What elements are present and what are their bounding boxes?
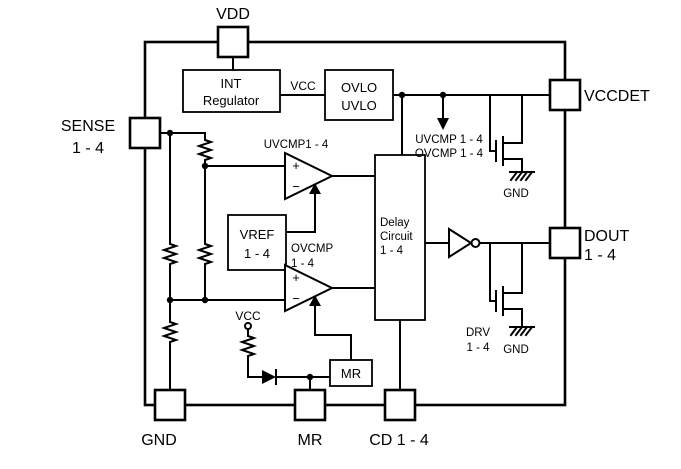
ovlo-label: OVLO — [341, 80, 377, 95]
wire-mr-pullup — [247, 304, 352, 391]
uvcmp-minus-sign: − — [292, 179, 300, 194]
block-vref — [227, 214, 287, 271]
uvlo-label: UVLO — [341, 98, 376, 113]
vcc-internal-label: VCC — [290, 79, 316, 93]
inverter-bubble — [470, 238, 481, 248]
vcc-terminal — [244, 322, 252, 330]
wire-comparator-outputs — [331, 175, 376, 289]
ovcmp-plus-sign: + — [292, 270, 300, 285]
pin-vdd — [216, 25, 250, 59]
pin-label-dout-range: 1 - 4 — [584, 247, 616, 264]
pin-sense — [128, 116, 162, 150]
block-int-regulator — [182, 69, 281, 113]
pin-label-gnd: GND — [141, 432, 177, 449]
block-delay-circuit — [374, 154, 426, 321]
int-regulator-label-2: Regulator — [203, 93, 260, 108]
arrow-down-signals — [437, 118, 449, 130]
pin-label-vccdet: VCCDET — [584, 88, 650, 105]
uvcmp-signal-label: UVCMP 1 - 4 — [415, 134, 483, 146]
pin-label-mr: MR — [298, 432, 323, 449]
resistor-vcc-pullup — [241, 331, 255, 361]
uvcmp-title: UVCMP1 - 4 — [264, 139, 329, 151]
uvcmp-plus-sign: + — [292, 158, 300, 173]
pin-label-sense: SENSE — [61, 118, 115, 135]
junction-dot — [201, 296, 209, 304]
delay-label-3: 1 - 4 — [380, 245, 404, 257]
inverter — [448, 227, 473, 259]
resistor-sense-upper — [198, 135, 212, 165]
vcc-pullup-label: VCC — [235, 309, 261, 323]
arrow-up-into-uvcmp — [309, 183, 321, 194]
ground-symbol-vccdet — [509, 170, 535, 182]
drv-label-2: 1 - 4 — [466, 342, 490, 354]
resistor-sense-lower — [163, 317, 177, 347]
junction-dot — [166, 129, 174, 137]
wire-vdd-regulator — [232, 56, 551, 156]
int-regulator-label-1: INT — [221, 76, 242, 91]
diode — [262, 370, 276, 384]
resistor-sense-mid-left — [163, 239, 177, 269]
pin-label-dout: DOUT — [584, 228, 630, 245]
junction-dot — [398, 91, 406, 99]
vref-label: VREF — [240, 227, 275, 242]
pin-mr — [293, 388, 327, 422]
pin-gnd — [153, 388, 187, 422]
mosfet-dout — [489, 242, 523, 328]
gnd-label-dout-fet: GND — [503, 344, 529, 356]
mr-block-label: MR — [341, 366, 361, 381]
drv-label-1: DRV — [466, 327, 490, 339]
delay-label-2: Circuit — [380, 231, 413, 243]
mosfet-vccdet — [489, 94, 523, 173]
ground-symbol-dout — [509, 325, 535, 337]
pin-cd — [383, 388, 417, 422]
comparator-ovcmp — [284, 263, 335, 313]
junction-dot — [439, 91, 447, 99]
junction-dot — [166, 296, 174, 304]
vref-range-label: 1 - 4 — [244, 246, 270, 261]
gnd-label-vccdet-fet: GND — [503, 188, 529, 200]
pin-dout — [548, 226, 582, 260]
junction-dot — [201, 162, 209, 170]
ovcmp-title-1: OVCMP — [291, 243, 334, 255]
ovcmp-minus-sign: − — [292, 291, 300, 306]
pin-label-cd: CD 1 - 4 — [369, 432, 429, 449]
ovcmp-signal-label: OVCMP 1 - 4 — [415, 148, 484, 160]
ovcmp-title-2: 1 - 4 — [291, 258, 315, 270]
wire-sense-divider — [159, 132, 286, 391]
wire-vref-to-uvcmp — [285, 192, 316, 233]
arrow-up-into-ovcmp — [309, 295, 321, 306]
block-ovlo-uvlo — [324, 69, 394, 121]
pin-label-vdd: VDD — [216, 6, 250, 23]
comparator-uvcmp — [284, 151, 335, 201]
junction-dot — [306, 373, 314, 381]
pin-label-sense-range: 1 - 4 — [72, 140, 104, 157]
delay-label-1: Delay — [380, 217, 410, 229]
block-mr — [329, 359, 373, 387]
chip-outline — [143, 40, 567, 407]
pin-vccdet — [548, 78, 582, 112]
resistor-sense-mid-right — [198, 239, 212, 269]
